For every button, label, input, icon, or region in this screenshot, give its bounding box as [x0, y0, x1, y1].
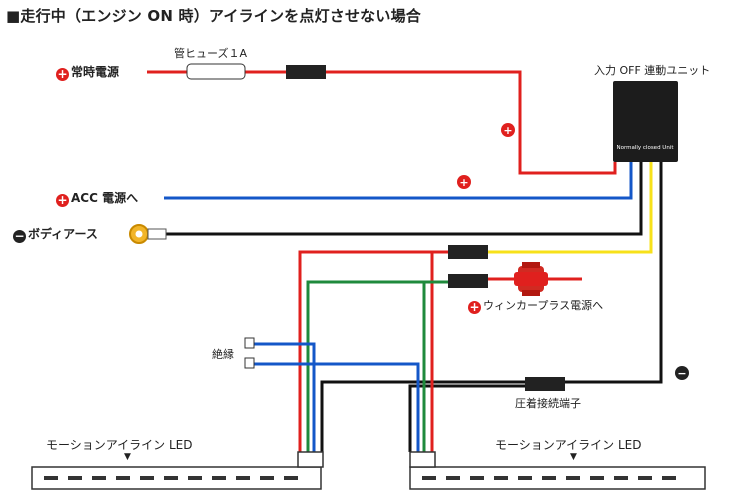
plus-badge: + — [56, 67, 69, 81]
red-led-wire-left — [298, 250, 448, 452]
led-segment — [470, 476, 484, 480]
led-bar-right — [409, 451, 706, 490]
svg-text:−: − — [677, 367, 686, 380]
green-connector — [448, 274, 488, 288]
page-title: ■走行中（エンジン ON 時）アイラインを点灯させない場合 — [6, 7, 421, 25]
led-segment — [116, 476, 130, 480]
fuse-label: 管ヒューズ１A — [174, 47, 247, 60]
led-segment — [542, 476, 556, 480]
acc-power-wire — [164, 162, 633, 200]
blue-led-wire-left — [254, 342, 316, 452]
inline-connector — [286, 65, 326, 79]
winker-label: +ウィンカープラス電源へ — [468, 299, 604, 314]
insulation-terminal-1 — [244, 337, 255, 349]
unit-title-label: 入力 OFF 連動ユニット — [594, 64, 711, 77]
led-segment — [638, 476, 652, 480]
led-segment — [236, 476, 250, 480]
green-led-wire-left — [306, 280, 448, 452]
blue-led-wire-right — [254, 362, 420, 452]
constant-power-label: +常時電源 — [56, 65, 120, 81]
led-segment — [614, 476, 628, 480]
ground-label: −ボディアース — [13, 227, 98, 243]
plus-badge: + — [468, 300, 481, 314]
led-segment — [140, 476, 154, 480]
led-segment — [590, 476, 604, 480]
acc-power-label: +ACC 電源へ — [56, 191, 139, 207]
led-segment — [212, 476, 226, 480]
constant-power-wire — [147, 70, 617, 175]
crimp-connector — [525, 377, 565, 391]
led-left-label: モーションアイライン LED — [46, 438, 193, 452]
led-segment — [494, 476, 508, 480]
led-segment — [518, 476, 532, 480]
led-segment — [44, 476, 58, 480]
led-segment — [284, 476, 298, 480]
led-right-label: モーションアイライン LED — [495, 438, 642, 452]
led-segment — [446, 476, 460, 480]
input-off-unit — [613, 81, 678, 162]
plus-symbol: + — [457, 175, 471, 189]
black-branch-wire — [408, 384, 525, 452]
led-segment — [68, 476, 82, 480]
winker-tap — [514, 262, 548, 296]
ground-terminal — [129, 224, 167, 244]
unit-text: Normally closed Unit — [616, 145, 674, 151]
led-segment — [566, 476, 580, 480]
led-right-marker: ▼ — [570, 452, 577, 462]
plus-badge: + — [56, 193, 69, 207]
led-bar-left — [31, 451, 324, 490]
insulation-label: 絶縁 — [212, 348, 234, 361]
svg-text:+: + — [459, 176, 468, 189]
led-segment — [260, 476, 274, 480]
led-left-marker: ▼ — [124, 452, 131, 462]
minus-symbol: − — [675, 366, 689, 380]
fuse — [186, 63, 246, 80]
crimp-label: 圧着接続端子 — [515, 397, 581, 410]
led-segment — [92, 476, 106, 480]
ground-wire — [166, 162, 643, 236]
yellow-red-connector — [448, 245, 488, 259]
led-segment — [662, 476, 676, 480]
led-segment — [164, 476, 178, 480]
black-output-wire — [320, 162, 663, 452]
insulation-terminal-2 — [244, 357, 255, 369]
led-segment — [188, 476, 202, 480]
svg-text:+: + — [503, 124, 512, 137]
yellow-output-wire — [484, 162, 653, 254]
minus-badge: − — [13, 229, 26, 243]
plus-symbol: + — [501, 123, 515, 137]
led-segment — [422, 476, 436, 480]
